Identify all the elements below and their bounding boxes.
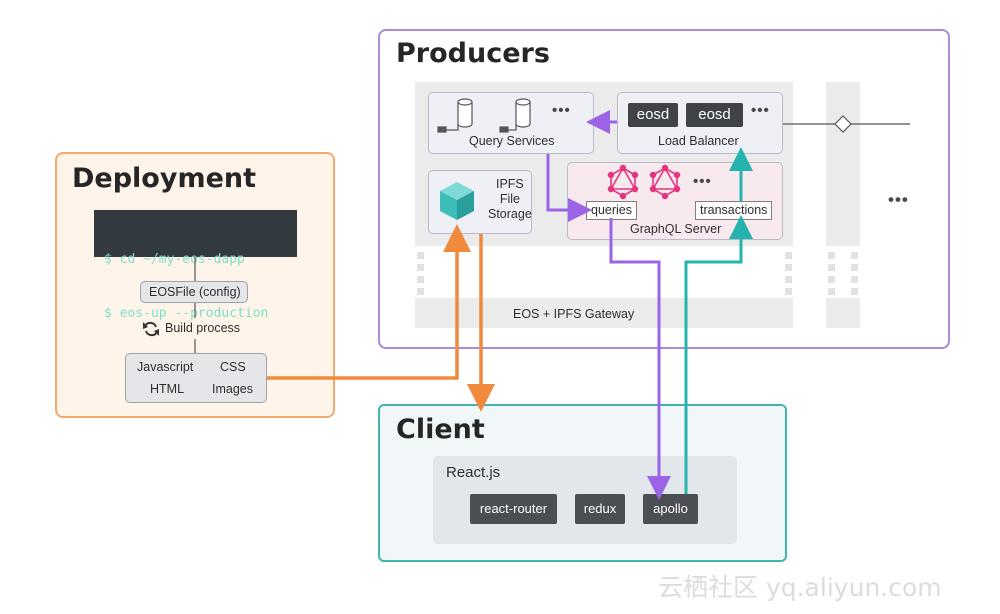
load-balancer-box: eosd eosd ••• Load Balancer (617, 92, 783, 154)
query-services-box: ••• Query Services (428, 92, 594, 154)
build-process-label: Build process (165, 321, 241, 335)
eosfile-label: EOSFile (config) (149, 285, 241, 299)
more-dots: ••• (751, 102, 770, 119)
ipfs-storage-box: IPFS File Storage (428, 170, 532, 234)
lib-redux: redux (575, 494, 625, 524)
ipfs-label-line: Storage (488, 207, 532, 221)
diamond-icon (834, 115, 852, 133)
deploy-arrow (267, 224, 471, 380)
gateway-gap (415, 246, 793, 298)
refresh-icon (143, 321, 159, 337)
terminal-block: $ cd ~/my-eos-dapp $ eos-up --production (94, 210, 297, 321)
ipfs-label: IPFS File Storage (488, 177, 532, 222)
deployment-title: Deployment (72, 163, 257, 194)
asset-label: CSS (220, 360, 246, 374)
apollo-transactions-arrow (684, 215, 753, 494)
more-dots: ••• (693, 173, 712, 190)
producers-title: Producers (396, 38, 550, 69)
graphql-icon (649, 164, 681, 200)
eosd-node: eosd (686, 103, 743, 127)
asset-label: Images (212, 382, 253, 396)
graphql-server-label: GraphQL Server (630, 222, 722, 236)
eosd-node: eosd (628, 103, 678, 127)
lib-react-router: react-router (470, 494, 557, 524)
client-title: Client (396, 414, 485, 445)
query-services-label: Query Services (469, 134, 555, 148)
queries-apollo-arrow (609, 218, 671, 500)
more-producers-dots: ••• (888, 190, 909, 209)
gateway-label: EOS + IPFS Gateway (513, 307, 635, 321)
cube-icon (440, 182, 474, 220)
terminal-line: $ cd ~/my-eos-dapp (104, 252, 245, 267)
more-dots: ••• (552, 102, 571, 119)
ipfs-label-line: File (499, 192, 520, 206)
reactjs-label: React.js (446, 464, 501, 481)
graphql-icon (607, 164, 639, 200)
transactions-tag: transactions (695, 201, 773, 220)
load-balancer-label: Load Balancer (658, 134, 739, 148)
asset-label: Javascript (137, 360, 194, 374)
watermark: 云栖社区 yq.aliyun.com (658, 573, 942, 602)
ipfs-label-line: IPFS (495, 177, 524, 191)
qs-queries-arrow (546, 154, 592, 222)
database-icon (437, 98, 473, 133)
terminal-line: $ eos-up --production (104, 306, 269, 321)
eosfile-box: EOSFile (config) (140, 281, 248, 303)
database-icon (499, 98, 531, 133)
asset-label: HTML (150, 382, 185, 396)
assets-box: Javascript CSS HTML Images (125, 353, 267, 403)
